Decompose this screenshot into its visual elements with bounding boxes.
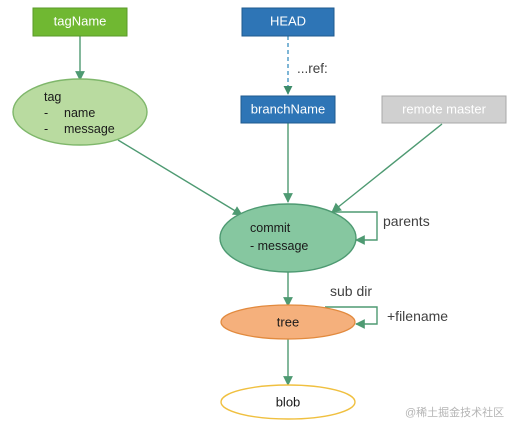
blob-label: blob bbox=[276, 394, 301, 409]
tag-bullet-1: - bbox=[44, 106, 48, 120]
parents-edge-label: parents bbox=[383, 213, 430, 229]
tagname-label: tagName bbox=[54, 13, 107, 28]
tag-node: tag - name - message bbox=[12, 78, 148, 146]
remote-master-label: remote master bbox=[402, 101, 486, 116]
edge-tree-subdir-loop bbox=[325, 306, 378, 329]
remote-master-node: remote master bbox=[381, 95, 507, 124]
filename-edge-label: +filename bbox=[387, 308, 448, 324]
blob-node: blob bbox=[220, 384, 356, 420]
tag-field-message: message bbox=[64, 122, 115, 136]
tree-label: tree bbox=[277, 314, 299, 329]
tag-bullet-2: - bbox=[44, 122, 48, 136]
tagname-node: tagName bbox=[32, 7, 128, 37]
head-node: HEAD bbox=[241, 7, 335, 37]
tag-title: tag bbox=[44, 90, 61, 104]
watermark-text: @稀土掘金技术社区 bbox=[405, 405, 504, 419]
commit-field-message: - message bbox=[250, 239, 308, 253]
commit-node: commit - message bbox=[219, 203, 357, 273]
edge-remotemaster-to-commit bbox=[331, 123, 443, 213]
tag-field-name: name bbox=[64, 106, 95, 120]
edge-commit-parents-loop bbox=[320, 211, 378, 245]
ref-edge-label: ...ref: bbox=[297, 61, 328, 76]
subdir-edge-label: sub dir bbox=[330, 283, 372, 299]
branchname-node: branchName bbox=[240, 95, 336, 124]
commit-title: commit bbox=[250, 221, 291, 235]
edge-tag-to-commit bbox=[117, 139, 243, 216]
head-label: HEAD bbox=[270, 13, 306, 28]
branchname-label: branchName bbox=[251, 101, 325, 116]
tree-node: tree bbox=[220, 304, 356, 340]
